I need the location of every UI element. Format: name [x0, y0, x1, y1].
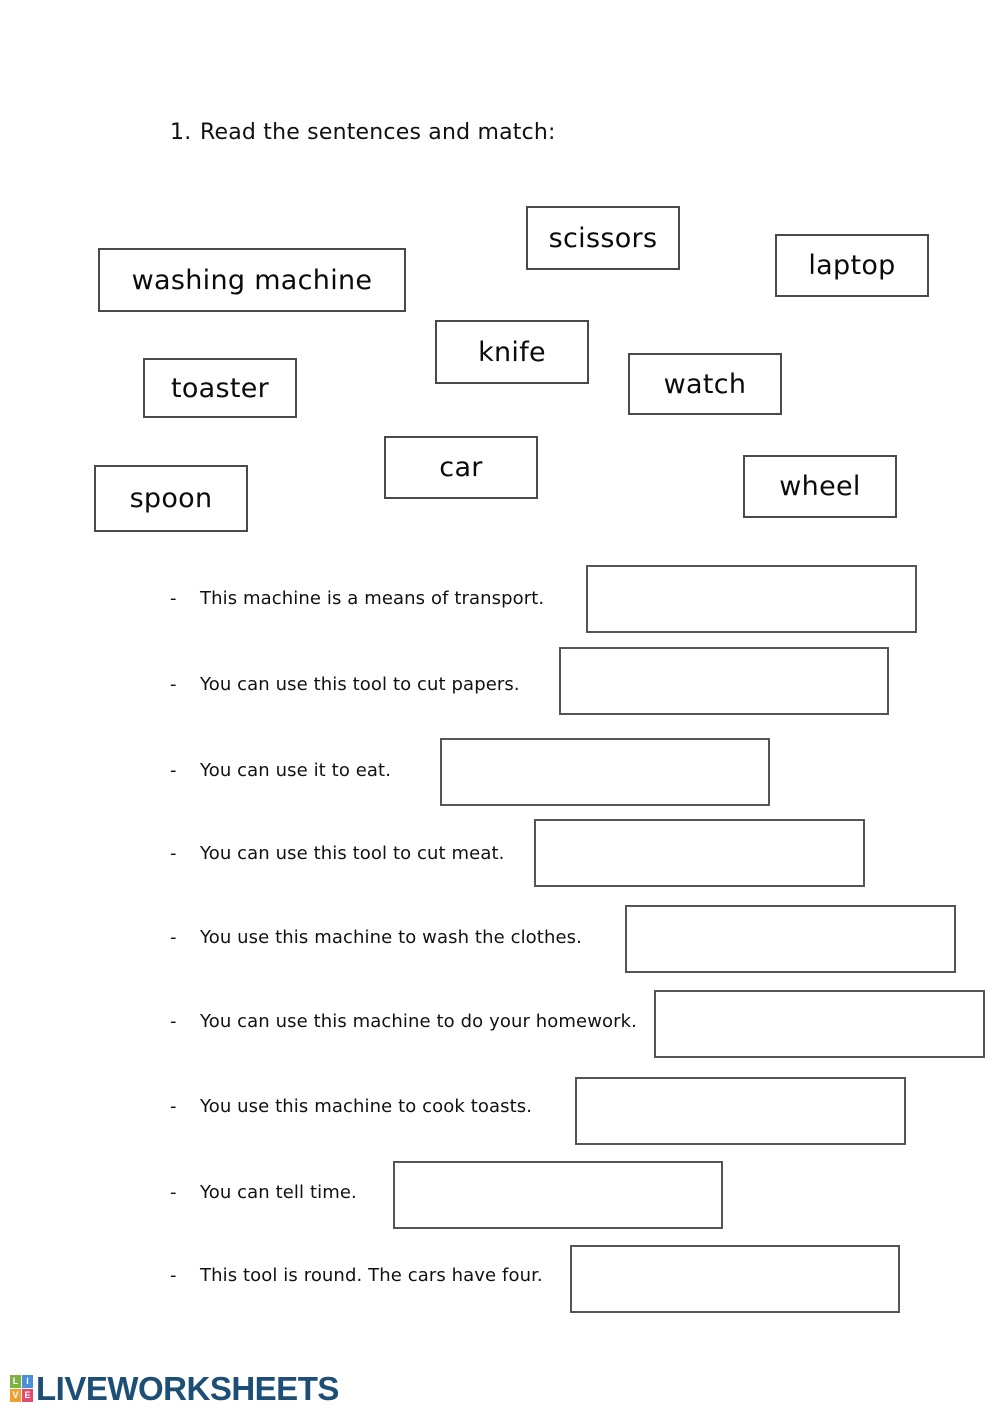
word-box-knife[interactable]: knife [435, 320, 589, 384]
word-box-car[interactable]: car [384, 436, 538, 499]
word-box-toaster[interactable]: toaster [143, 358, 297, 418]
logo-tile-e: E [22, 1388, 33, 1402]
liveworksheets-logo[interactable]: L I V E LIVEWORKSHEETS [10, 1368, 339, 1408]
bullet-dash: - [170, 1096, 177, 1117]
bullet-dash: - [170, 1011, 177, 1032]
question-label: You can use this tool to cut meat. [200, 843, 505, 864]
question-text: - This tool is round. The cars have four. [170, 1265, 543, 1286]
logo-tile-v: V [10, 1388, 21, 1402]
answer-box[interactable] [625, 905, 956, 973]
answer-box[interactable] [575, 1077, 906, 1145]
question-label: This tool is round. The cars have four. [200, 1265, 543, 1286]
answer-box[interactable] [586, 565, 917, 633]
question-text: - You can tell time. [170, 1182, 357, 1203]
instruction-text: Read the sentences and match: [200, 120, 556, 145]
bullet-dash: - [170, 588, 177, 609]
bullet-dash: - [170, 760, 177, 781]
word-box-washing-machine[interactable]: washing machine [98, 248, 406, 312]
word-box-wheel[interactable]: wheel [743, 455, 897, 518]
logo-tile-i: I [22, 1374, 33, 1388]
question-text: - You can use this machine to do your hom… [170, 1011, 637, 1032]
instruction-number: 1. [170, 120, 192, 145]
question-text: - You can use this tool to cut papers. [170, 674, 520, 695]
word-box-scissors[interactable]: scissors [526, 206, 680, 270]
answer-box[interactable] [570, 1245, 900, 1313]
bullet-dash: - [170, 1182, 177, 1203]
brand-wordmark: LIVEWORKSHEETS [36, 1369, 339, 1407]
question-text: - You use this machine to wash the clothe… [170, 927, 582, 948]
question-label: You can use it to eat. [200, 760, 392, 781]
word-box-laptop[interactable]: laptop [775, 234, 929, 297]
answer-box[interactable] [440, 738, 770, 806]
bullet-dash: - [170, 1265, 177, 1286]
question-label: You can use this machine to do your home… [200, 1011, 637, 1032]
word-box-watch[interactable]: watch [628, 353, 782, 415]
bullet-dash: - [170, 927, 177, 948]
instruction-line: 1. Read the sentences and match: [170, 120, 556, 145]
answer-box[interactable] [559, 647, 889, 715]
answer-box[interactable] [654, 990, 985, 1058]
answer-box[interactable] [534, 819, 865, 887]
question-label: You use this machine to wash the clothes… [200, 927, 582, 948]
word-box-spoon[interactable]: spoon [94, 465, 248, 532]
logo-tile-l: L [10, 1374, 21, 1388]
question-label: You can use this tool to cut papers. [200, 674, 520, 695]
question-text: - You use this machine to cook toasts. [170, 1096, 532, 1117]
question-text: - This machine is a means of transport. [170, 588, 544, 609]
question-label: You use this machine to cook toasts. [200, 1096, 533, 1117]
bullet-dash: - [170, 674, 177, 695]
question-label: You can tell time. [200, 1182, 357, 1203]
question-text: - You can use this tool to cut meat. [170, 843, 504, 864]
live-tiles-icon: L I V E [10, 1374, 33, 1402]
bullet-dash: - [170, 843, 177, 864]
question-label: This machine is a means of transport. [200, 588, 545, 609]
answer-box[interactable] [393, 1161, 723, 1229]
question-text: - You can use it to eat. [170, 760, 391, 781]
